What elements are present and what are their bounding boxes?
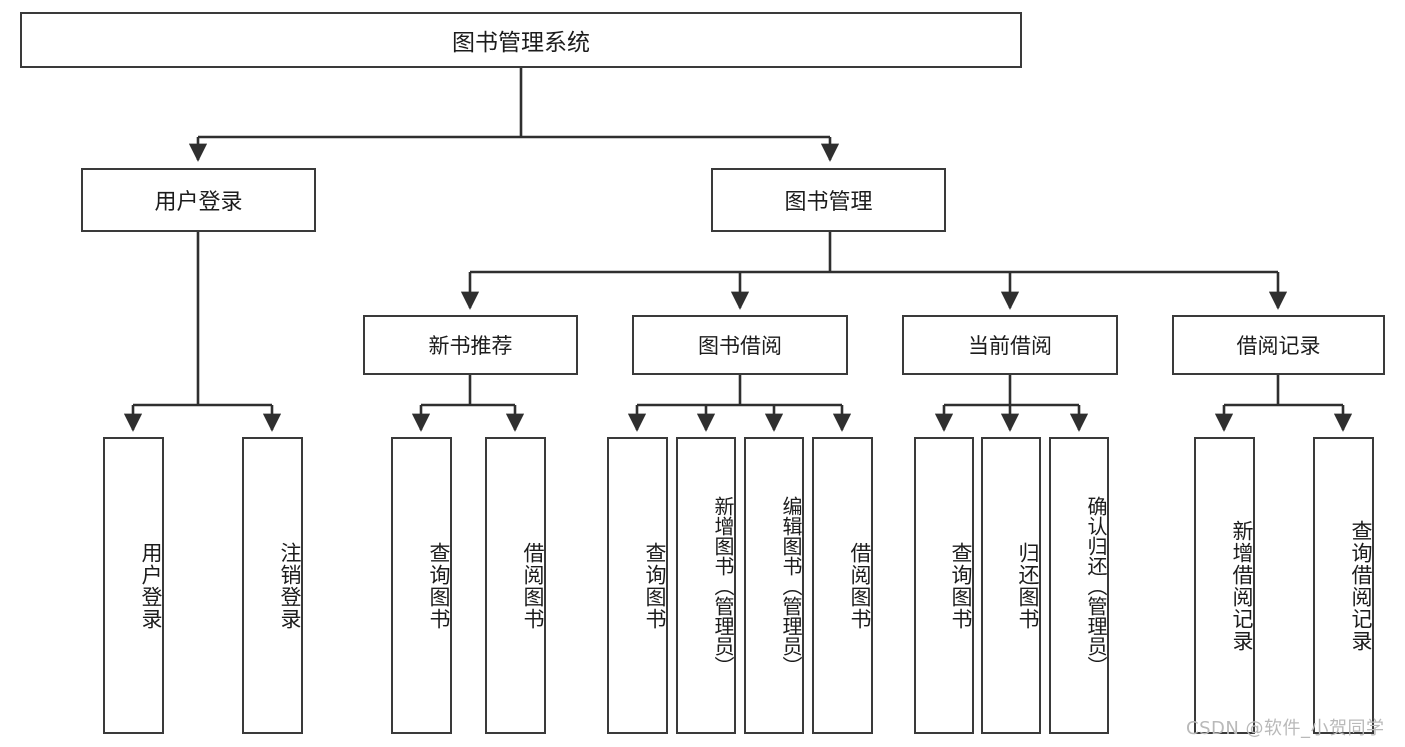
node-current-borrow[interactable]: 当前借阅: [902, 315, 1118, 375]
node-user-login[interactable]: 用户登录: [81, 168, 316, 232]
node-book-management[interactable]: 图书管理: [711, 168, 946, 232]
node-label: 确认归还（管理员）: [1084, 495, 1108, 676]
leaf-confirm-return-admin[interactable]: 确认归还（管理员）: [1049, 437, 1109, 734]
node-label: 编辑图书（管理员）: [779, 495, 803, 676]
node-label: 借阅图书: [848, 541, 872, 630]
node-root-system[interactable]: 图书管理系统: [20, 12, 1022, 68]
node-label: 借阅图书: [521, 541, 545, 630]
node-borrow-record[interactable]: 借阅记录: [1172, 315, 1385, 375]
leaf-query-book-recommend[interactable]: 查询图书: [391, 437, 452, 734]
watermark: CSDN @软件_小贺同学: [1186, 718, 1385, 739]
leaf-add-book-admin[interactable]: 新增图书（管理员）: [676, 437, 736, 734]
leaf-user-logout[interactable]: 注销登录: [242, 437, 303, 734]
node-book-borrow[interactable]: 图书借阅: [632, 315, 848, 375]
node-label: 新增图书（管理员）: [711, 495, 735, 676]
leaf-return-book[interactable]: 归还图书: [981, 437, 1041, 734]
node-new-book-recommend[interactable]: 新书推荐: [363, 315, 578, 375]
node-label: 图书借阅: [698, 334, 782, 358]
leaf-borrow-book[interactable]: 借阅图书: [812, 437, 873, 734]
node-label: 用户登录: [154, 190, 243, 215]
leaf-query-book-borrow[interactable]: 查询图书: [607, 437, 668, 734]
leaf-query-book-current[interactable]: 查询图书: [914, 437, 974, 734]
leaf-query-borrow-record[interactable]: 查询借阅记录: [1313, 437, 1374, 734]
node-label: 借阅记录: [1236, 334, 1321, 358]
leaf-user-login[interactable]: 用户登录: [103, 437, 164, 734]
node-label: 图书管理: [784, 190, 873, 215]
node-label: 新增借阅记录: [1230, 519, 1254, 652]
leaf-borrow-book-recommend[interactable]: 借阅图书: [485, 437, 546, 734]
node-label: 注销登录: [278, 541, 302, 630]
node-label: 查询借阅记录: [1349, 519, 1373, 652]
node-label: 查询图书: [949, 541, 973, 630]
node-label: 查询图书: [427, 541, 451, 630]
node-label: 新书推荐: [428, 334, 513, 358]
node-label: 归还图书: [1016, 541, 1040, 630]
node-label: 当前借阅: [968, 334, 1052, 358]
leaf-add-borrow-record[interactable]: 新增借阅记录: [1194, 437, 1255, 734]
leaf-edit-book-admin[interactable]: 编辑图书（管理员）: [744, 437, 804, 734]
node-label: 图书管理系统: [452, 30, 590, 56]
node-label: 用户登录: [139, 541, 163, 630]
node-label: 查询图书: [643, 541, 667, 630]
